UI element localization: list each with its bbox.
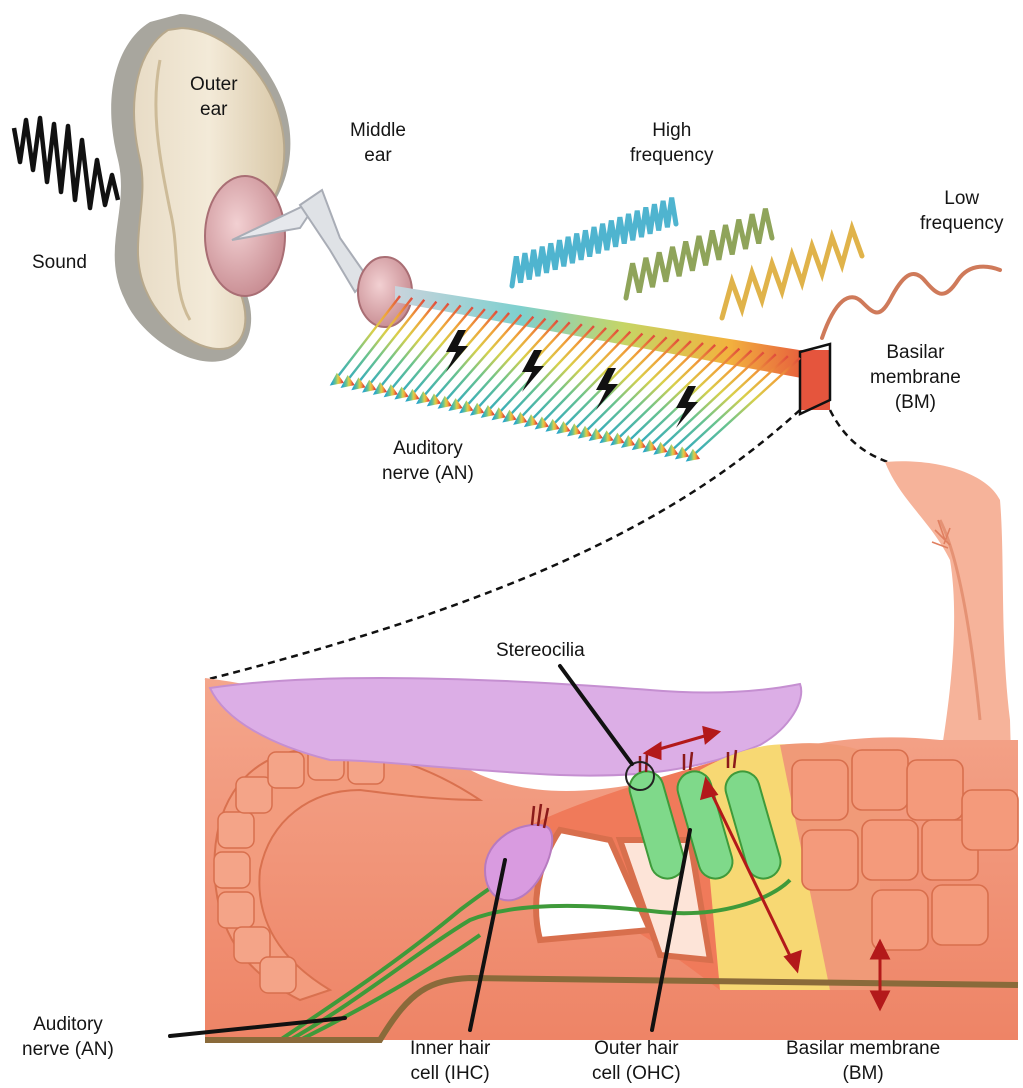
nerve-fiber-arrowhead: [451, 400, 461, 409]
nerve-fiber: [472, 320, 557, 414]
label-inner-hair-cell-line1: Inner hair: [410, 1036, 490, 1061]
support-cell: [792, 760, 848, 820]
nerve-fiber-arrowhead: [343, 377, 353, 386]
nerve-fiber-arrowhead: [386, 387, 396, 396]
label-auditory-nerve-bottom-line2: nerve (AN): [22, 1037, 114, 1062]
label-basilar-membrane-bottom: Basilar membrane (BM): [786, 1036, 940, 1086]
label-high-frequency: High frequency: [630, 118, 713, 168]
label-basilar-membrane-top-line3: (BM): [870, 390, 961, 415]
label-outer-ear-line2: ear: [190, 97, 238, 122]
support-cell: [962, 790, 1018, 850]
support-cell: [932, 885, 988, 945]
label-auditory-nerve-bottom: Auditory nerve (AN): [22, 1012, 114, 1062]
epithelial-cell: [260, 957, 296, 993]
nerve-fiber-arrowhead: [354, 380, 364, 389]
epithelial-cell: [236, 777, 272, 813]
nerve-fiber-arrowhead: [418, 393, 428, 402]
nerve-fiber: [645, 350, 752, 450]
label-basilar-membrane-top: Basilar membrane (BM): [870, 340, 961, 415]
nerve-fiber-arrowhead: [397, 389, 407, 398]
label-low-frequency-line2: frequency: [920, 211, 1003, 236]
nerve-fiber: [515, 328, 606, 423]
organ-of-corti: [170, 461, 1018, 1040]
epithelial-cell: [268, 752, 304, 788]
label-outer-ear-line1: Outer: [190, 72, 238, 97]
support-cell: [862, 820, 918, 880]
epithelial-cell: [218, 892, 254, 928]
label-sound: Sound: [32, 250, 87, 275]
label-low-frequency-line1: Low: [920, 186, 1003, 211]
nerve-fiber-arrowhead: [375, 384, 385, 393]
nerve-fiber: [688, 358, 800, 460]
label-outer-hair-cell: Outer hair cell (OHC): [592, 1036, 681, 1086]
label-auditory-nerve-top-line2: nerve (AN): [382, 461, 474, 486]
label-low-frequency: Low frequency: [920, 186, 1003, 236]
epithelial-cell: [218, 812, 254, 848]
label-basilar-membrane-bottom-line2: (BM): [786, 1061, 940, 1086]
nerve-fiber: [505, 326, 594, 421]
label-sound-text: Sound: [32, 250, 87, 275]
label-outer-hair-cell-line1: Outer hair: [592, 1036, 681, 1061]
label-middle-ear-line2: ear: [350, 143, 406, 168]
label-outer-hair-cell-line2: cell (OHC): [592, 1061, 681, 1086]
label-middle-ear-line1: Middle: [350, 118, 406, 143]
label-stereocilia: Stereocilia: [496, 638, 585, 663]
label-basilar-membrane-bottom-line1: Basilar membrane: [786, 1036, 940, 1061]
label-auditory-nerve-top-line1: Auditory: [382, 436, 474, 461]
label-stereocilia-text: Stereocilia: [496, 638, 585, 663]
label-auditory-nerve-bottom-line1: Auditory: [22, 1012, 114, 1037]
support-cell: [852, 750, 908, 810]
label-high-frequency-line1: High: [630, 118, 713, 143]
nerve-fiber-arrowhead: [440, 398, 450, 407]
nerve-fiber: [656, 352, 764, 453]
label-auditory-nerve-top: Auditory nerve (AN): [382, 436, 474, 486]
sound-wave: [14, 118, 118, 208]
label-middle-ear: Middle ear: [350, 118, 406, 168]
nerve-fiber-arrowhead: [332, 375, 342, 384]
label-basilar-membrane-top-line2: membrane: [870, 365, 961, 390]
nerve-fiber-arrowhead: [408, 391, 418, 400]
label-outer-ear: Outer ear: [190, 72, 238, 122]
support-cell: [907, 760, 963, 820]
nerve-fiber: [612, 345, 715, 444]
label-high-frequency-line2: frequency: [630, 143, 713, 168]
label-inner-hair-cell: Inner hair cell (IHC): [410, 1036, 490, 1086]
nerve-fiber-arrowhead: [429, 396, 439, 405]
label-inner-hair-cell-line2: cell (IHC): [410, 1061, 490, 1086]
nerve-fiber-arrowhead: [364, 382, 374, 391]
nerve-fiber: [623, 347, 727, 446]
support-cell: [802, 830, 858, 890]
label-basilar-membrane-top-line1: Basilar: [870, 340, 961, 365]
epithelial-cell: [214, 852, 250, 888]
